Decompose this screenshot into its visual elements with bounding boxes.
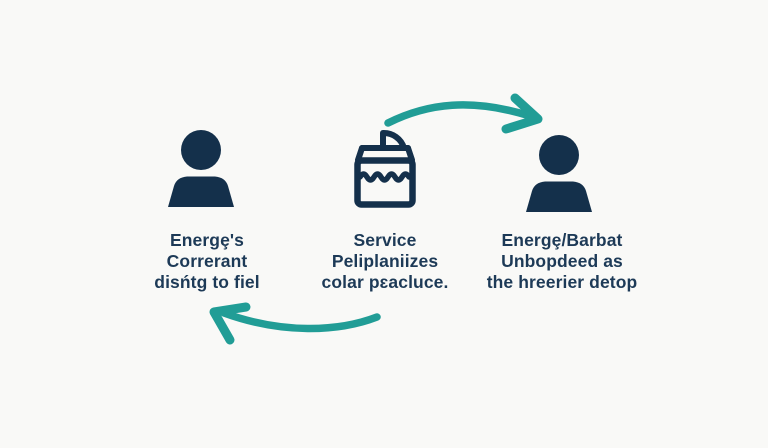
caption-right: Energȩ/Barbat Unbopdeed as the hreerier …: [447, 230, 677, 293]
caption-line: disńtg to fiel: [154, 272, 260, 292]
caption-line: Service: [353, 230, 417, 250]
caption-line: Peliplaniizes: [331, 251, 439, 271]
caption-line: Energȩ/Barbat: [501, 230, 623, 250]
person-icon: [161, 128, 241, 208]
open-envelope-letter-icon: [352, 127, 418, 209]
bottom-arrow: [209, 302, 381, 345]
caption-line: Energȩ's: [169, 230, 245, 250]
top-arrow: [384, 93, 543, 134]
person-icon: [519, 133, 599, 213]
caption-left: Energȩ's Correrant disńtg to fiel: [92, 230, 322, 293]
caption-line: Unbopdeed as: [501, 251, 623, 271]
caption-line: Correrant: [166, 251, 248, 271]
caption-middle: Service Peliplaniizes colar pɛacluce.: [270, 230, 500, 293]
caption-line: the hreerier detop: [486, 272, 638, 292]
caption-line: colar pɛacluce.: [321, 272, 449, 292]
